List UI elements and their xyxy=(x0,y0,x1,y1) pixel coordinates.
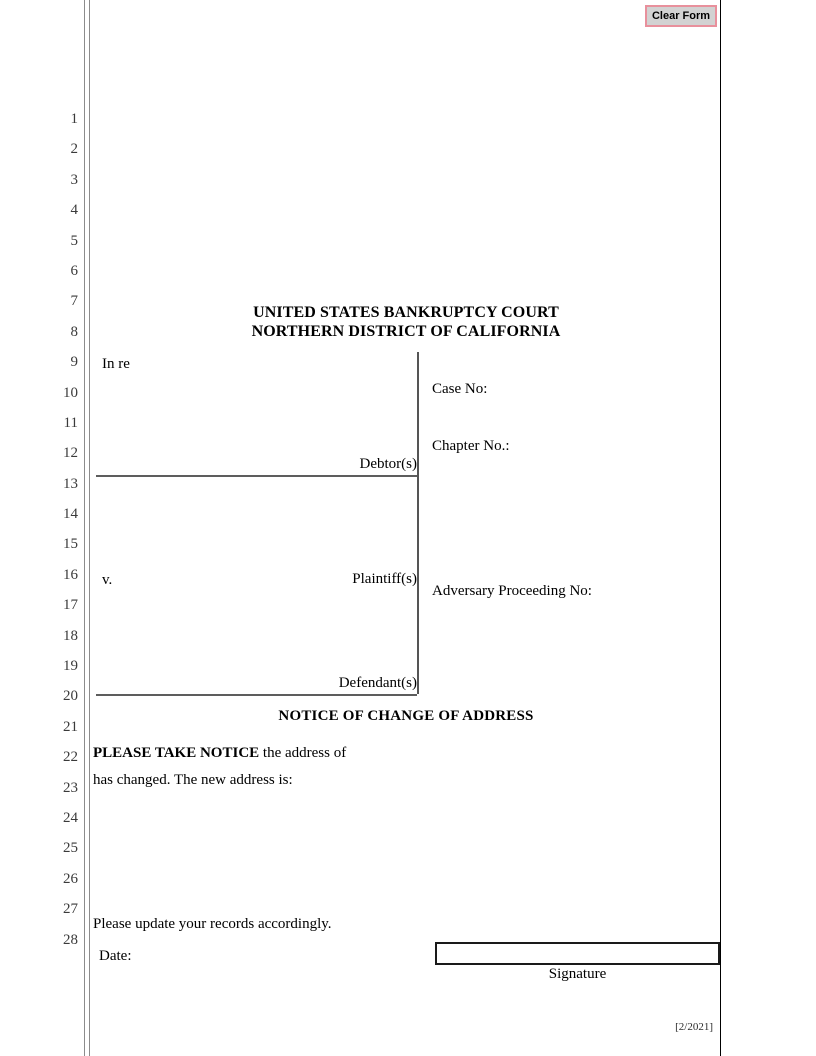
defendant-role-label: Defendant(s) xyxy=(338,675,417,691)
line-number: 26 xyxy=(63,870,78,887)
line-number: 23 xyxy=(63,779,78,796)
line-number: 27 xyxy=(63,901,78,918)
versus-label: v. xyxy=(102,572,113,588)
left-margin-rule-outer xyxy=(84,0,85,1056)
in-re-label: In re xyxy=(102,356,130,372)
court-name-line: UNITED STATES BANKRUPTCY COURT xyxy=(253,304,559,321)
signature-caption: Signature xyxy=(548,966,607,982)
line-number: 22 xyxy=(63,749,78,766)
line-number: 3 xyxy=(70,171,79,188)
defendant-rule xyxy=(96,694,417,696)
line-number: 21 xyxy=(63,718,78,735)
clear-form-button[interactable]: Clear Form xyxy=(645,5,717,27)
line-number: 5 xyxy=(70,232,79,249)
signature-input[interactable] xyxy=(435,942,720,965)
case-caption-block: In re Debtor(s) v. Plaintiff(s) Defendan… xyxy=(96,352,720,696)
line-number: 10 xyxy=(63,384,78,401)
date-label: Date: xyxy=(99,948,132,964)
line-number: 25 xyxy=(63,840,78,857)
case-number-label: Case No: xyxy=(432,381,488,397)
line-number: 12 xyxy=(63,445,78,462)
line-number: 19 xyxy=(63,658,78,675)
line-number: 7 xyxy=(70,293,79,310)
line-number: 2 xyxy=(70,141,79,158)
debtor-role-label: Debtor(s) xyxy=(359,456,417,472)
line-number: 28 xyxy=(63,931,78,948)
line-number: 18 xyxy=(63,627,78,644)
update-records-line: Please update your records accordingly. xyxy=(93,916,332,932)
adversary-proceeding-number-label: Adversary Proceeding No: xyxy=(432,583,592,599)
plaintiff-role-label: Plaintiff(s) xyxy=(352,571,417,587)
right-margin-rule xyxy=(720,0,721,1056)
line-number: 15 xyxy=(63,536,78,553)
line-number: 17 xyxy=(63,597,78,614)
please-take-notice-line: PLEASE TAKE NOTICE the address of xyxy=(93,744,346,762)
court-district-line: NORTHERN DISTRICT OF CALIFORNIA xyxy=(251,323,561,340)
line-number: 1 xyxy=(70,111,79,127)
line-number: 11 xyxy=(63,414,78,431)
line-number: 13 xyxy=(63,475,78,492)
line-number: 4 xyxy=(70,202,79,219)
notice-title: NOTICE OF CHANGE OF ADDRESS xyxy=(278,708,534,724)
left-margin-rule-inner xyxy=(89,0,90,1056)
form-revision-footer: [2/2021] xyxy=(675,1021,713,1033)
line-number: 24 xyxy=(63,809,78,826)
line-number: 9 xyxy=(70,354,79,371)
line-number-column: 1 2 3 4 5 6 7 8 9 10 11 12 13 14 15 16 1… xyxy=(0,104,78,955)
line-number: 16 xyxy=(63,566,78,583)
please-take-notice-emphasis: PLEASE TAKE NOTICE xyxy=(93,745,260,761)
line-number: 8 xyxy=(70,323,79,340)
please-take-notice-remainder: the address of xyxy=(259,745,347,761)
debtor-signature-rule xyxy=(96,475,417,477)
line-number: 14 xyxy=(63,506,78,523)
caption-vertical-divider xyxy=(417,352,419,694)
address-changed-line: has changed. The new address is: xyxy=(93,772,293,788)
chapter-number-label: Chapter No.: xyxy=(432,438,510,454)
line-number: 6 xyxy=(70,262,79,279)
court-header: UNITED STATES BANKRUPTCY COURT NORTHERN … xyxy=(96,303,716,341)
line-number: 20 xyxy=(63,688,78,705)
